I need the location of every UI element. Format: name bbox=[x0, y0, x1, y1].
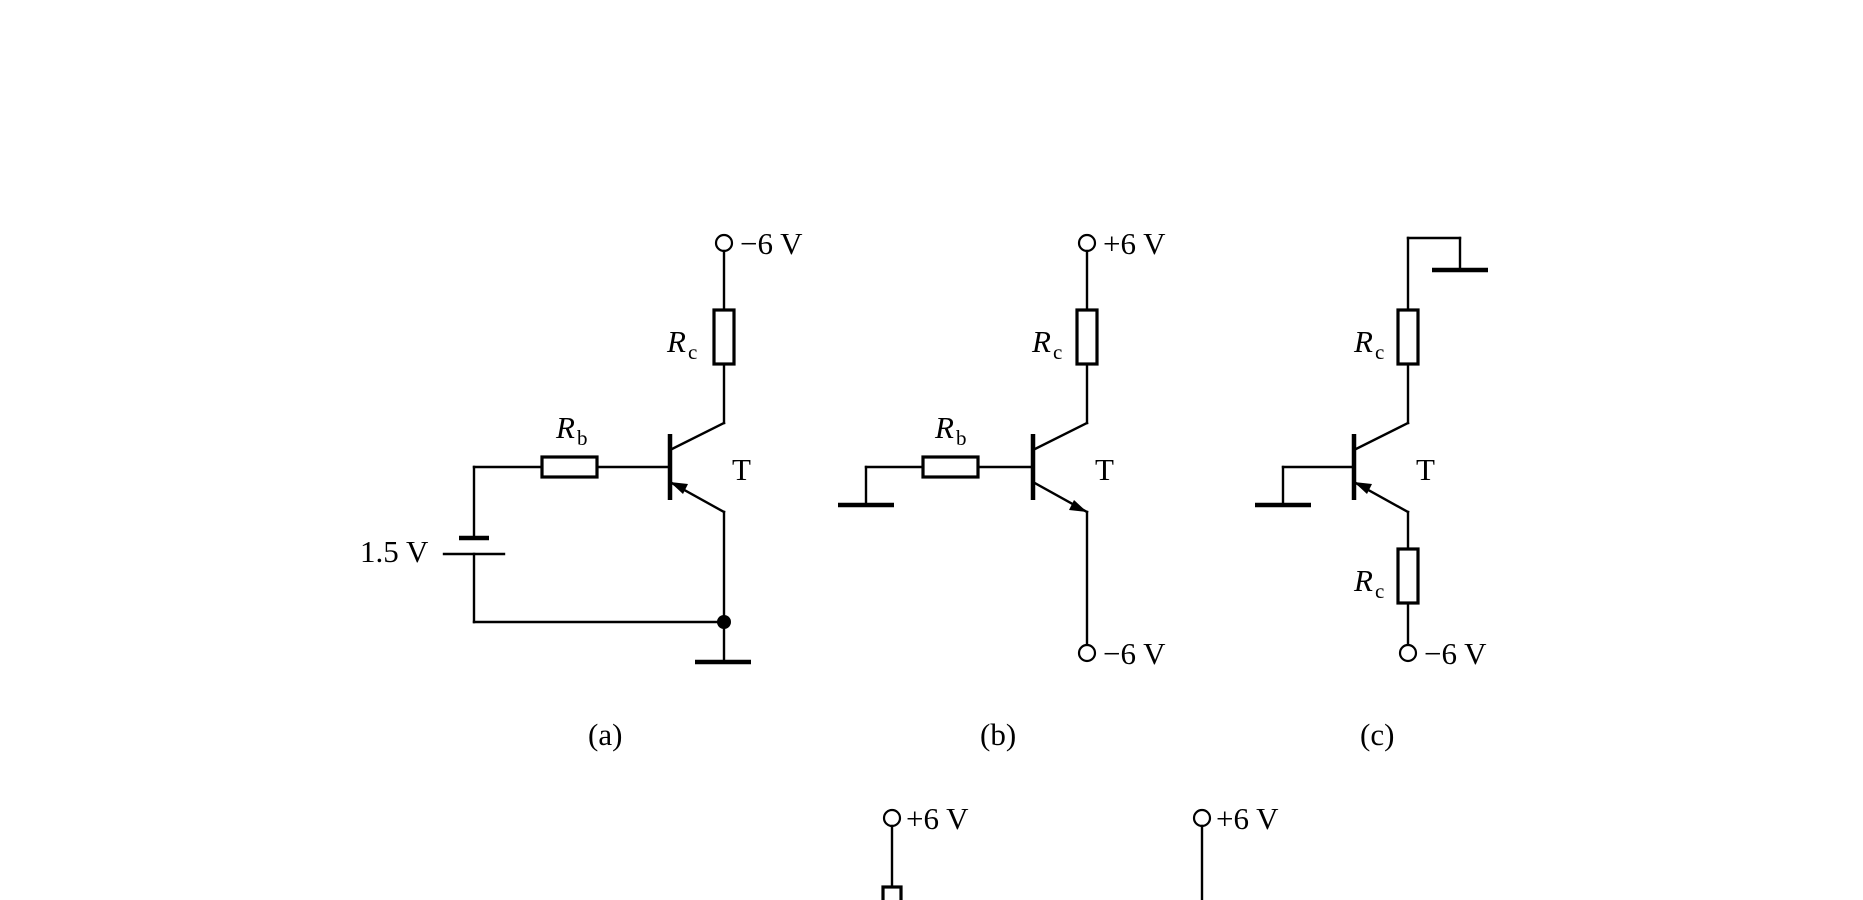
transistor-label-c: T bbox=[1416, 452, 1435, 487]
rc-sub-b: c bbox=[1053, 340, 1062, 364]
supply-bottom-terminal-c bbox=[1398, 643, 1418, 663]
re-sub-c: c bbox=[1375, 579, 1384, 603]
transistor-label-b: T bbox=[1095, 452, 1114, 487]
supply-top-terminal-e bbox=[1192, 808, 1212, 828]
supply-top-terminal-b bbox=[1077, 233, 1097, 253]
resistor-rc-c bbox=[1396, 308, 1420, 366]
supply-top-label-d: +6 V bbox=[906, 801, 969, 836]
resistor-re-c bbox=[1396, 547, 1420, 605]
rc-label-b: R bbox=[1031, 324, 1051, 359]
supply-top-label-b: +6 V bbox=[1103, 226, 1166, 261]
resistor-rc-b bbox=[1075, 308, 1099, 366]
supply-top-terminal-d bbox=[882, 808, 902, 828]
rc-label-a: R bbox=[666, 324, 686, 359]
supply-bottom-label-b: −6 V bbox=[1103, 636, 1166, 671]
supply-label-a: −6 V bbox=[740, 226, 803, 261]
resistor-rb-b bbox=[921, 455, 980, 479]
circuit-a: −6 V R c T R b 1.5 V (a) bbox=[360, 226, 803, 752]
emitter-arrow-a bbox=[670, 482, 688, 494]
collector-lead-b bbox=[1031, 421, 1089, 452]
rc-label-c: R bbox=[1353, 324, 1373, 359]
circuit-c: R c T R c −6 V (c) bbox=[1255, 236, 1488, 752]
emitter-arrow-c bbox=[1354, 482, 1372, 494]
rc-sub-a: c bbox=[688, 340, 697, 364]
supply-terminal-a bbox=[714, 233, 734, 253]
circuit-e-partial: +6 V bbox=[1192, 801, 1279, 900]
resistor-rc-a bbox=[712, 308, 736, 366]
rc-sub-c: c bbox=[1375, 340, 1384, 364]
emitter-arrow-b bbox=[1069, 500, 1087, 512]
re-label-c: R bbox=[1353, 563, 1373, 598]
caption-b: (b) bbox=[980, 717, 1016, 752]
supply-top-label-e: +6 V bbox=[1216, 801, 1279, 836]
rb-sub-b: b bbox=[956, 426, 967, 450]
rb-label-a: R bbox=[555, 410, 575, 445]
resistor-rb-a bbox=[540, 455, 599, 479]
circuit-d-partial: +6 V bbox=[881, 801, 969, 900]
rb-label-b: R bbox=[934, 410, 954, 445]
caption-a: (a) bbox=[588, 717, 622, 752]
collector-lead-a bbox=[668, 421, 726, 452]
rb-sub-a: b bbox=[577, 426, 588, 450]
collector-lead-c bbox=[1352, 421, 1410, 452]
battery-label-a: 1.5 V bbox=[360, 534, 429, 569]
caption-c: (c) bbox=[1360, 717, 1394, 752]
supply-bottom-label-c: −6 V bbox=[1424, 636, 1487, 671]
supply-bottom-terminal-b bbox=[1077, 643, 1097, 663]
circuit-b: +6 V R c T −6 V R b (b) bbox=[838, 226, 1166, 752]
resistor-top-d bbox=[881, 885, 903, 900]
transistor-label-a: T bbox=[732, 452, 751, 487]
